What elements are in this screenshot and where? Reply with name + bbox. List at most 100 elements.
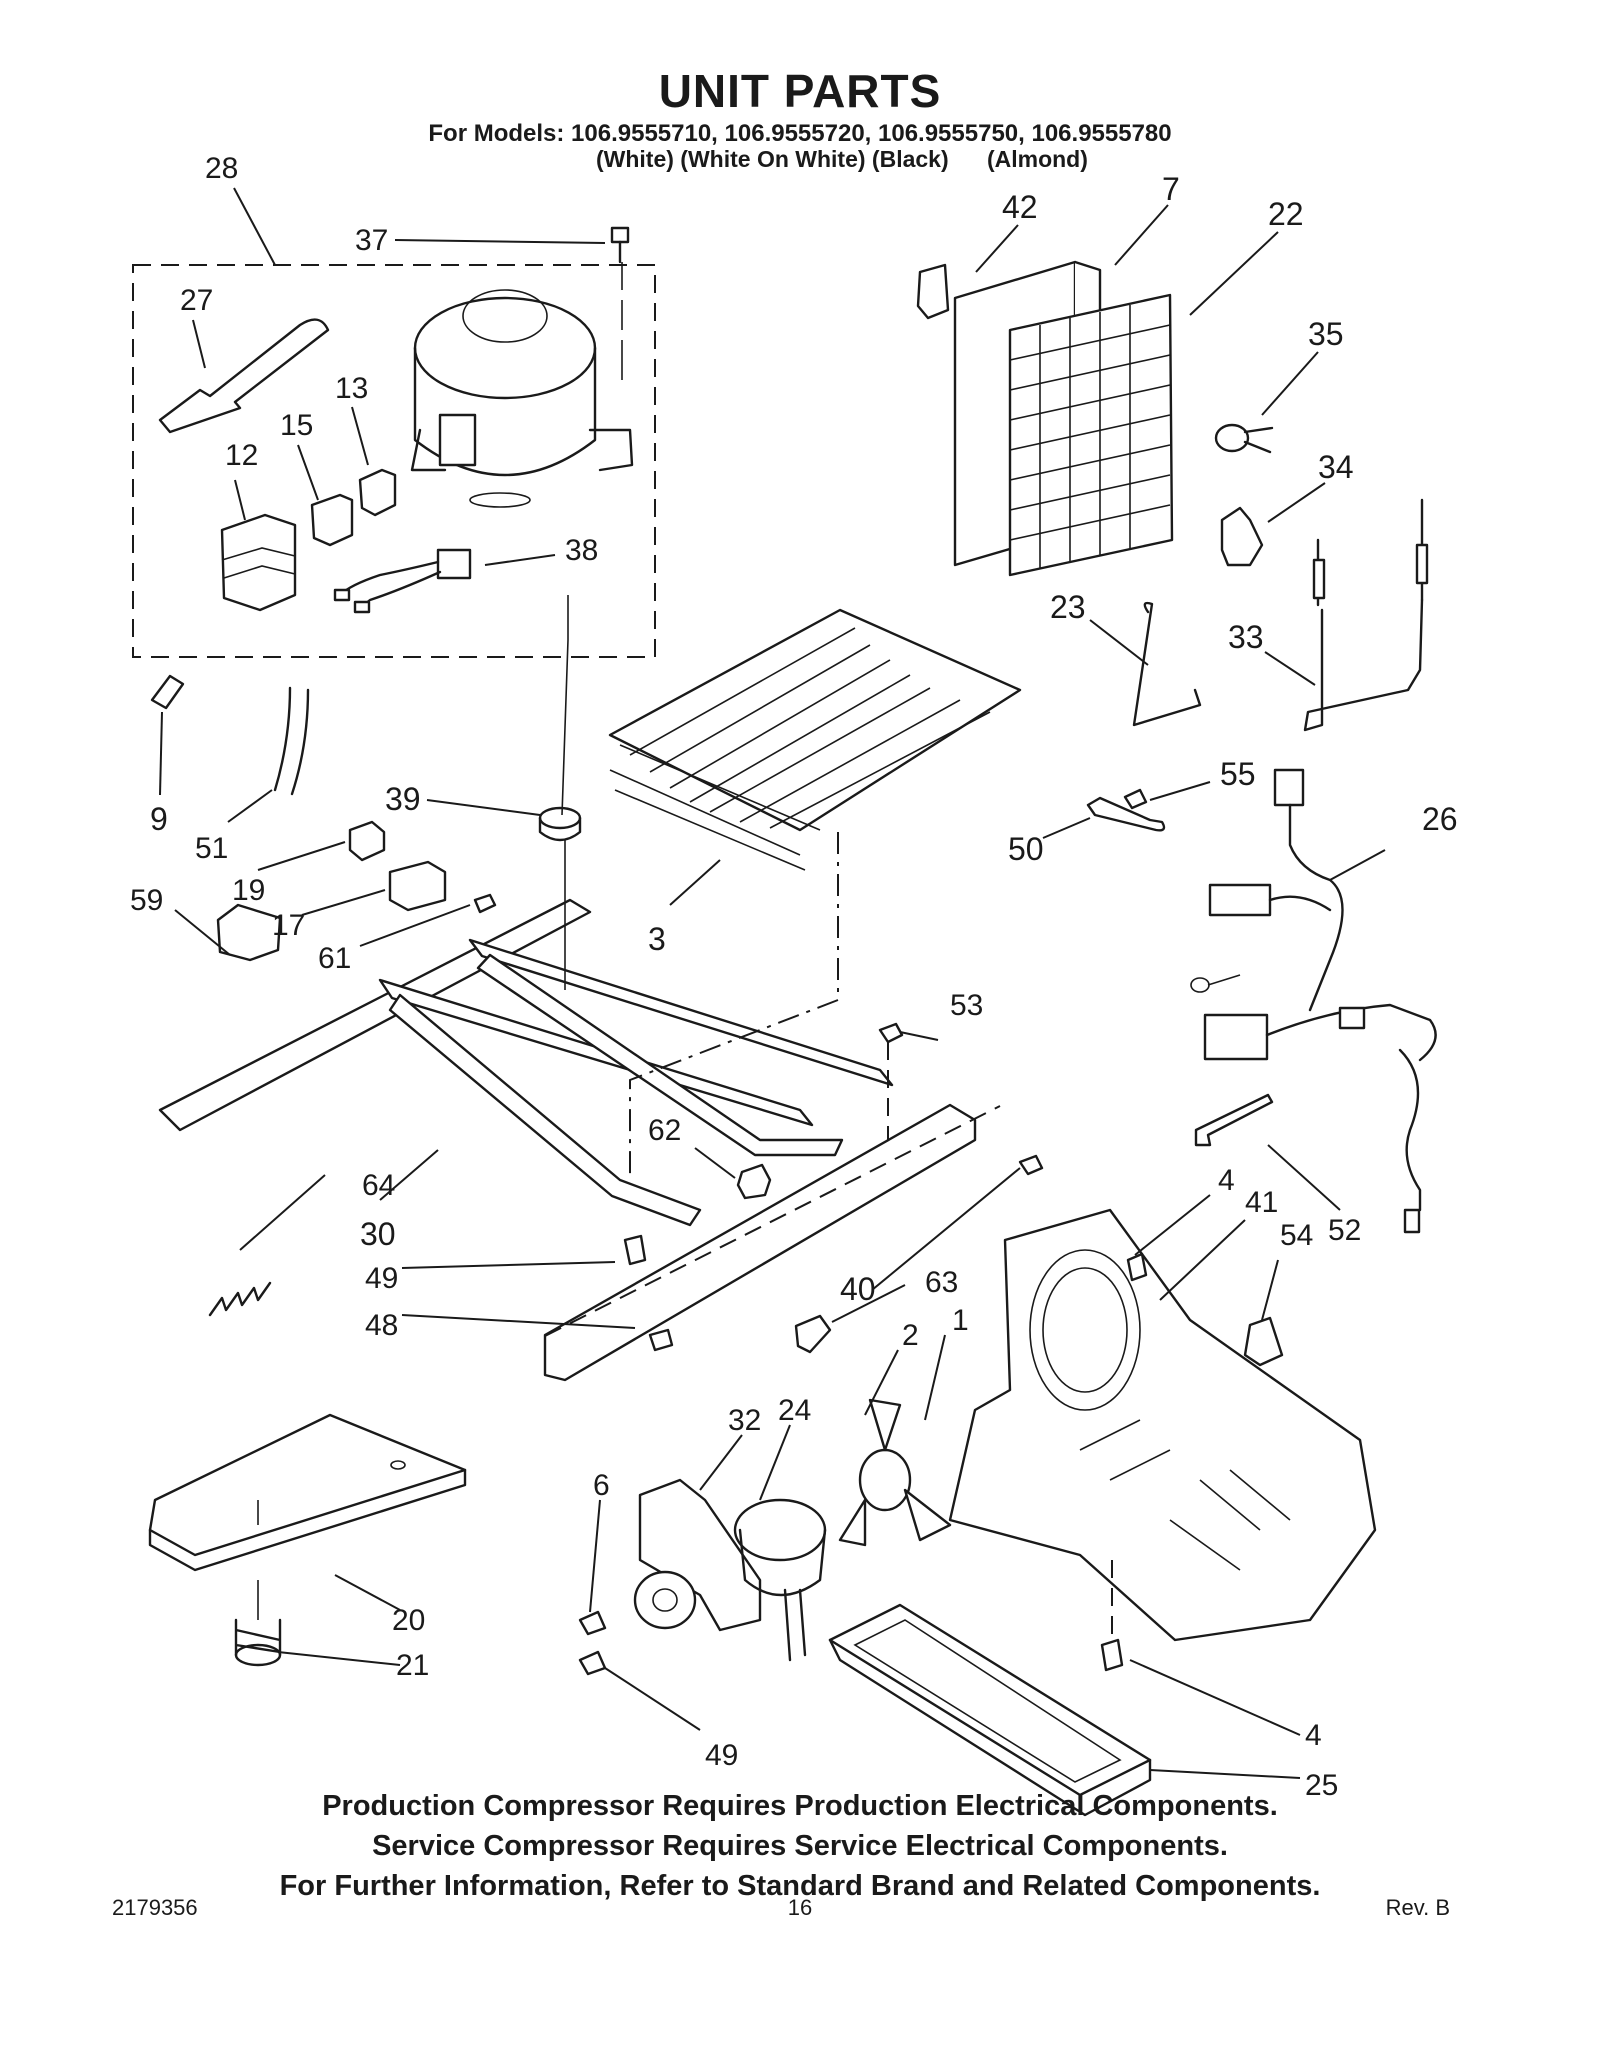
bracket-50[interactable] xyxy=(1086,796,1166,832)
callout-7: 7 xyxy=(1162,171,1180,207)
wire-harness-38[interactable] xyxy=(333,548,472,614)
compressor[interactable] xyxy=(410,289,634,508)
callout-54: 54 xyxy=(1280,1219,1313,1252)
cable-tie-52[interactable] xyxy=(1194,1093,1274,1147)
callout-38: 38 xyxy=(565,534,598,567)
screw-48[interactable] xyxy=(648,1328,674,1352)
page-number: 16 xyxy=(787,1895,813,1920)
screw-6[interactable] xyxy=(578,1610,607,1636)
callout-32: 32 xyxy=(728,1404,761,1437)
cross-rail-40[interactable] xyxy=(543,1103,977,1382)
callout-50: 50 xyxy=(1008,831,1044,867)
plug-9[interactable] xyxy=(150,674,185,710)
callout-6: 6 xyxy=(593,1469,610,1502)
callout-1: 1 xyxy=(952,1304,969,1337)
callout-9: 9 xyxy=(150,801,168,837)
model-colors: (White) (White On White) (Black) (Almond… xyxy=(596,146,1088,172)
pan-cover-20[interactable] xyxy=(148,1413,467,1572)
callout-33: 33 xyxy=(1228,619,1264,655)
callout-22: 22 xyxy=(1268,196,1304,232)
condenser[interactable] xyxy=(608,608,1022,871)
note-further-info: For Further Information, Refer to Standa… xyxy=(279,1870,1321,1902)
evaporator[interactable] xyxy=(1008,293,1174,577)
callout-12: 12 xyxy=(225,439,258,472)
frame-rails[interactable] xyxy=(158,898,894,1227)
callout-34: 34 xyxy=(1318,449,1354,485)
bracket-59[interactable] xyxy=(216,903,282,962)
callout-24: 24 xyxy=(778,1394,811,1427)
overload[interactable] xyxy=(310,493,354,547)
callout-23: 23 xyxy=(1050,589,1086,625)
callout-55: 55 xyxy=(1220,756,1256,792)
clip-34[interactable] xyxy=(1220,506,1264,567)
callout-49-lower: 49 xyxy=(705,1739,738,1772)
callout-53: 53 xyxy=(950,989,983,1022)
callout-40: 40 xyxy=(840,1271,876,1307)
clip-42[interactable] xyxy=(916,263,950,320)
callout-numbers: 28 37 27 13 15 12 38 42 7 22 35 34 23 33… xyxy=(130,152,1458,1802)
callout-63: 63 xyxy=(925,1266,958,1299)
leader-lines xyxy=(159,187,1386,1779)
drain-pan-25[interactable] xyxy=(828,1603,1152,1817)
screw-61[interactable] xyxy=(473,893,497,914)
screw-49[interactable] xyxy=(623,1234,647,1266)
revision: Rev. B xyxy=(1385,1895,1450,1920)
wire-nut-54[interactable] xyxy=(1243,1316,1284,1367)
screw-4[interactable] xyxy=(1126,1252,1148,1282)
callout-41: 41 xyxy=(1245,1186,1278,1219)
wiring-harness-26[interactable] xyxy=(1190,768,1437,1234)
models-line: For Models: 106.9555710, 106.9555720, 10… xyxy=(428,120,1172,147)
grommet-39[interactable] xyxy=(538,806,582,842)
motor-mount-6[interactable] xyxy=(633,1570,697,1630)
callout-49: 49 xyxy=(365,1262,398,1295)
screw-55[interactable] xyxy=(1123,788,1148,810)
heater-wire[interactable] xyxy=(1132,601,1202,727)
callout-39: 39 xyxy=(385,781,421,817)
notes: Production Compressor Requires Productio… xyxy=(0,1786,1600,1906)
callout-15: 15 xyxy=(280,409,313,442)
note-production: Production Compressor Requires Productio… xyxy=(322,1790,1278,1822)
callout-26: 26 xyxy=(1422,801,1458,837)
fan-shroud-41[interactable] xyxy=(948,1208,1377,1642)
callout-52: 52 xyxy=(1328,1214,1361,1247)
hose-51[interactable] xyxy=(273,686,310,796)
fan-motor-24[interactable] xyxy=(733,1498,827,1662)
connector-19[interactable] xyxy=(348,820,386,862)
fitting-63[interactable] xyxy=(794,1314,832,1354)
callout-2: 2 xyxy=(902,1319,919,1352)
screw-53[interactable] xyxy=(878,1022,904,1044)
callout-35: 35 xyxy=(1308,316,1344,352)
screw-40[interactable] xyxy=(1018,1154,1044,1176)
callout-13: 13 xyxy=(335,372,368,405)
screw-4b[interactable] xyxy=(1100,1638,1124,1672)
callout-27: 27 xyxy=(180,284,213,317)
callout-21: 21 xyxy=(396,1649,429,1682)
fan-blade-2[interactable] xyxy=(838,1398,952,1547)
drier[interactable] xyxy=(158,318,330,434)
sensor-35[interactable] xyxy=(1214,423,1274,454)
compressor-kit-box xyxy=(132,264,656,658)
start-relay[interactable] xyxy=(220,513,297,612)
relay-17[interactable] xyxy=(388,860,447,912)
callout-4-lower: 4 xyxy=(1305,1719,1322,1752)
clip-62[interactable] xyxy=(736,1163,772,1200)
callout-28: 28 xyxy=(205,152,238,185)
callout-20: 20 xyxy=(392,1604,425,1637)
screw-37[interactable] xyxy=(610,226,630,264)
callout-42: 42 xyxy=(1002,189,1038,225)
leveler-21[interactable] xyxy=(234,1618,282,1667)
callout-59: 59 xyxy=(130,884,163,917)
callout-61: 61 xyxy=(318,942,351,975)
callout-48: 48 xyxy=(365,1309,398,1342)
callout-30: 30 xyxy=(360,1216,396,1252)
note-service: Service Compressor Requires Service Elec… xyxy=(372,1830,1228,1862)
callout-3: 3 xyxy=(648,921,666,957)
callout-37: 37 xyxy=(355,224,388,257)
capillary-tube[interactable] xyxy=(1303,598,1424,732)
terminal-cover[interactable] xyxy=(358,468,397,517)
spring-64[interactable] xyxy=(208,1281,272,1317)
callout-19: 19 xyxy=(232,874,265,907)
screw-49b[interactable] xyxy=(578,1650,607,1676)
callout-51: 51 xyxy=(195,832,228,865)
